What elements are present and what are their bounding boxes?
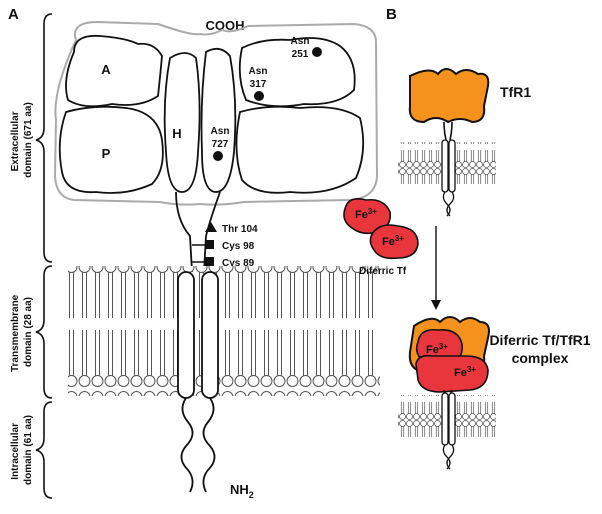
tfr1-receptor-top [398,68,496,217]
binding-arrow [431,226,441,310]
complex-tm-right [448,392,456,446]
asn-251-site: Asn 251 [291,36,322,60]
transmembrane-domain-label: Transmembrane domain (28 aa) [10,292,34,372]
cys-98-label: Cys 98 [222,241,255,252]
complex-fe-label-2: Fe3+ [454,365,476,379]
svg-text:251: 251 [292,49,309,60]
apical-domain-right [238,37,356,108]
complex-tm-left [441,392,449,446]
nh2-terminus-label: NH2 [230,482,254,500]
helical-domain-right [200,47,237,193]
thr-104-marker [205,222,217,232]
helical-domain-label: H [172,126,181,141]
tf-lobe-n [343,198,392,235]
panel-b: B TfR1 Fe3+ Fe3+ Diferric Tf [343,6,591,470]
asn-727-marker [213,151,223,161]
complex-label-line1: Diferric Tf/TfR1 [489,332,590,348]
extracellular-domain-label: Extracellular domain (671 aa) [10,102,34,178]
tfr1-tm-left [441,139,449,193]
cys-89-label: Cys 89 [222,258,255,269]
diferric-tf: Fe3+ Fe3+ [343,198,419,260]
fe-label-2: Fe3+ [382,234,404,248]
thr-104-label: Thr 104 [222,224,258,235]
extracellular-brace [35,13,53,263]
apical-domain-label: A [101,62,111,77]
tm-helix-right [201,271,219,399]
protease-like-domain-right [235,105,365,194]
tfr1-tails [442,191,455,217]
tfr1-tm-right [448,139,456,193]
complex-fe-label-1: Fe3+ [426,342,448,356]
svg-text:727: 727 [212,139,229,150]
tf-tfr1-complex: Fe3+ Fe3+ [398,316,496,470]
asn-317-marker [254,91,264,101]
helical-domain-left [163,52,201,193]
transmembrane-brace [35,265,53,399]
tm-helix-left [177,271,195,399]
complex-tf-lobe-c [415,354,489,393]
asn-317-site: Asn 317 [249,66,268,101]
stalk-right [203,191,221,273]
svg-text:Asn: Asn [291,36,310,47]
protease-like-domain-left [58,105,164,194]
lipid-bilayer-a [68,266,380,396]
tf-lobe-c [369,224,419,260]
tfr1-stalk [443,121,453,141]
panel-a: A Extracellular domain (671 aa) Transmem… [8,6,380,500]
cooh-terminus-label: COOH [206,18,245,33]
apical-domain-left [65,34,163,108]
protease-like-domain-label: P [102,146,111,161]
cys-98-marker [205,240,214,249]
tfr1-label: TfR1 [500,84,531,100]
svg-text:Asn: Asn [249,66,268,77]
ectodomain-outline [53,20,379,206]
svg-text:Asn: Asn [211,126,230,137]
cys-89-marker [205,257,214,266]
svg-text:317: 317 [250,79,267,90]
complex-label-line2: complex [512,350,569,366]
intracellular-domain-label: Intracellular domain (61 aa) [10,415,34,485]
domain-brackets [35,13,53,499]
cytoplasmic-tail-left [180,397,194,493]
asn-251-marker [312,47,322,57]
diferric-tf-label: Diferric Tf [359,266,407,277]
stalk-left [175,191,193,273]
fe-label-1: Fe3+ [355,207,377,221]
panel-a-letter: A [8,6,19,23]
panel-b-letter: B [386,6,397,23]
cytoplasmic-tail-right [202,397,216,493]
tfr1-ectodomain [408,68,490,124]
intracellular-brace [35,401,53,499]
asn-727-site: Asn 727 [211,126,230,161]
complex-tails [442,444,455,470]
